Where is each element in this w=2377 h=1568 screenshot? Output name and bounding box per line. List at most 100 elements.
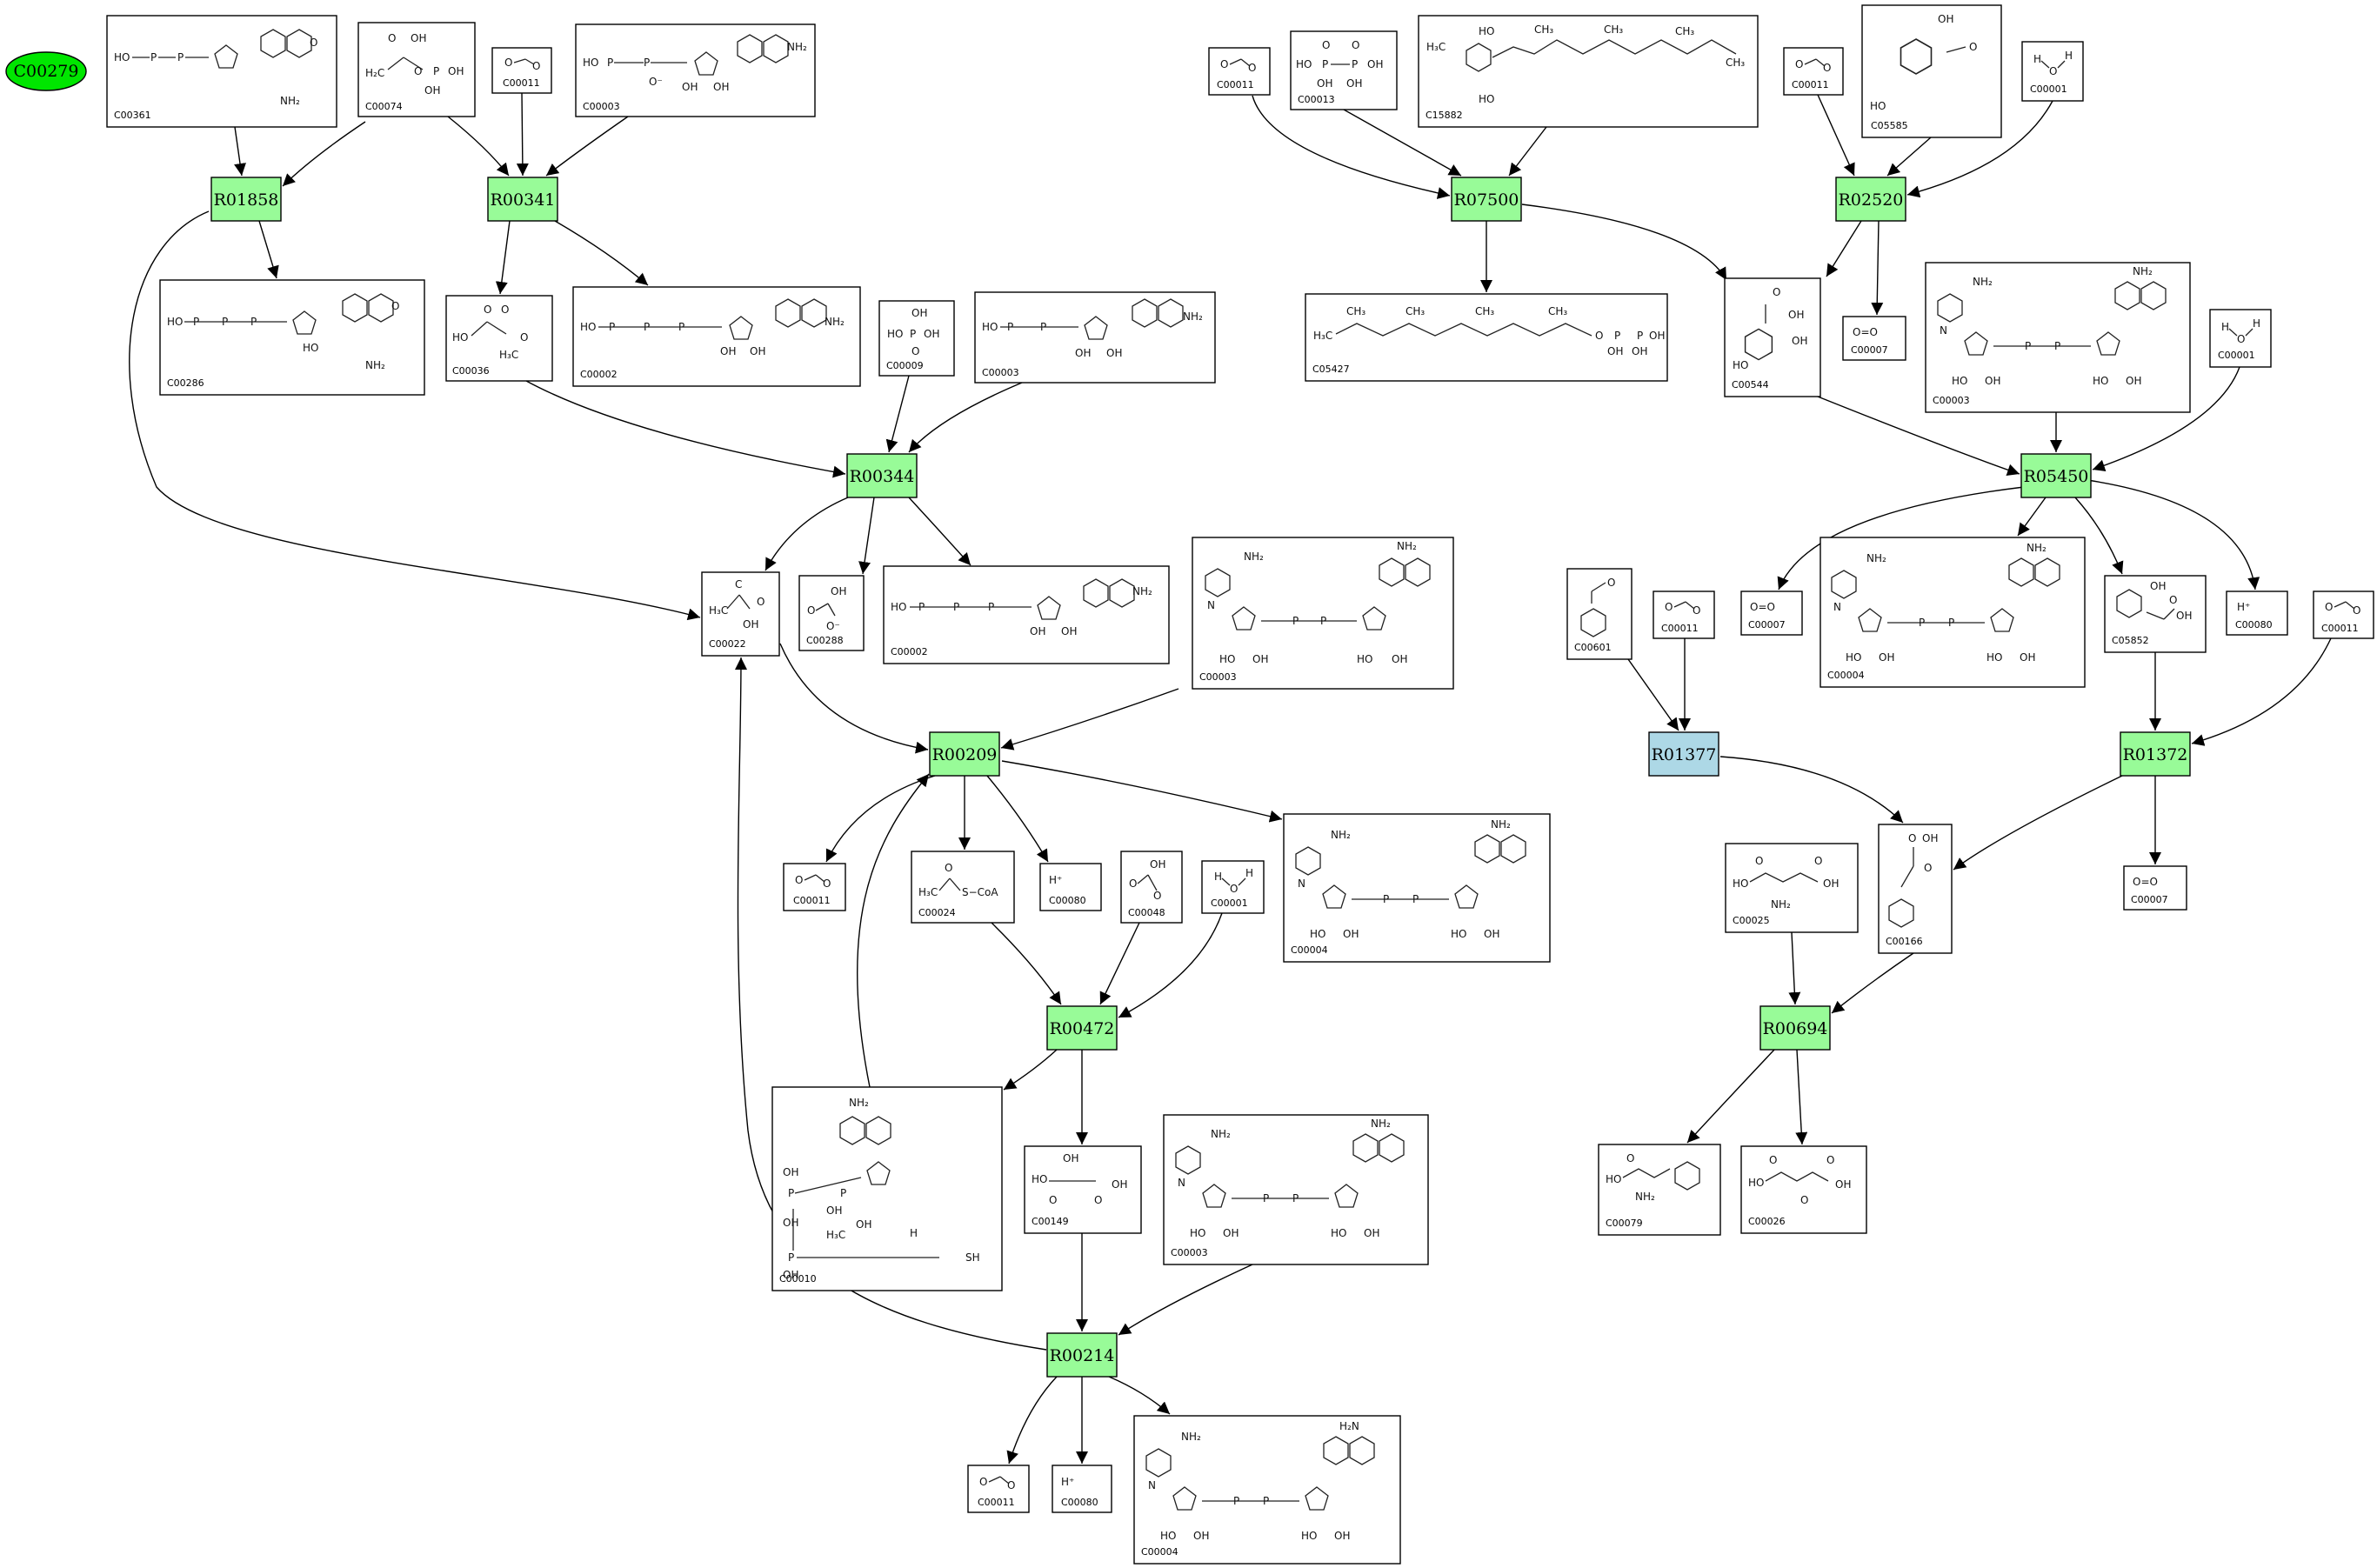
reaction-edge <box>1000 688 1179 751</box>
reaction-node[interactable]: R00214 <box>1046 1332 1118 1378</box>
svg-text:OH: OH <box>1392 653 1407 665</box>
compound-node[interactable]: HOH C00001 <box>2021 41 2084 102</box>
svg-text:OH: OH <box>1835 1178 1851 1191</box>
entry-node[interactable]: C00279 <box>5 51 87 91</box>
svg-text:N: N <box>1940 324 1947 337</box>
compound-node[interactable]: O C00601 <box>1566 568 1633 660</box>
svg-text:HO: HO <box>1296 58 1312 70</box>
compound-node[interactable]: H⁺ C00080 <box>1052 1465 1112 1513</box>
compound-id: C00011 <box>1217 79 1254 90</box>
reaction-node[interactable]: R00209 <box>929 731 1000 777</box>
svg-text:NH₂: NH₂ <box>1973 276 1993 288</box>
svg-text:P: P <box>1233 1495 1239 1507</box>
svg-text:NH₂: NH₂ <box>1132 585 1152 597</box>
svg-text:HO: HO <box>1606 1173 1621 1185</box>
compound-node[interactable]: O=O C00007 <box>1842 316 1906 361</box>
reaction-label: R07500 <box>1454 190 1519 210</box>
reaction-label: R00694 <box>1763 1019 1828 1038</box>
reaction-node[interactable]: R07500 <box>1451 177 1522 222</box>
compound-node[interactable]: O=O C00007 <box>1740 591 1803 636</box>
compound-node[interactable]: H⁺ C00080 <box>1039 863 1102 911</box>
svg-text:HO: HO <box>1952 375 1967 387</box>
svg-text:OH: OH <box>1938 13 1953 25</box>
svg-text:H₂N: H₂N <box>1339 1420 1359 1432</box>
reaction-node[interactable]: R00341 <box>487 177 558 222</box>
svg-text:O: O <box>310 37 317 49</box>
reaction-node[interactable]: R00694 <box>1759 1005 1831 1051</box>
svg-text:P: P <box>1637 330 1643 342</box>
reaction-node[interactable]: R01377 <box>1648 731 1719 777</box>
svg-text:O: O <box>1693 604 1700 617</box>
reaction-edge <box>1795 1049 1808 1145</box>
dioxygen-label: O=O <box>2133 876 2158 888</box>
reaction-edge <box>779 643 929 754</box>
svg-text:HO: HO <box>1219 653 1235 665</box>
compound-node[interactable]: O=O C00007 <box>2123 865 2187 911</box>
compound-node[interactable]: HOH C00001 <box>1201 860 1265 914</box>
svg-text:NH₂: NH₂ <box>365 359 385 371</box>
reaction-node[interactable]: R05450 <box>2020 453 2092 498</box>
reaction-node[interactable]: R00472 <box>1046 1005 1118 1051</box>
svg-text:N: N <box>1178 1177 1185 1189</box>
svg-text:O: O <box>1607 577 1615 589</box>
entry-label: C00279 <box>14 62 79 81</box>
compound-node[interactable]: H⁺ C00080 <box>2226 591 2288 636</box>
compound-node[interactable]: HOH C00001 <box>2209 309 2272 368</box>
svg-text:HO: HO <box>1986 651 2002 664</box>
reaction-edge <box>129 210 701 621</box>
reaction-node[interactable]: R00344 <box>846 453 918 498</box>
svg-text:NH₂: NH₂ <box>1771 898 1791 911</box>
reaction-node[interactable]: R02520 <box>1835 177 1906 222</box>
reaction-node[interactable]: R01372 <box>2120 731 2191 777</box>
reaction-edge <box>1118 912 1223 1018</box>
svg-text:O: O <box>795 874 803 886</box>
compound-id: C00001 <box>2030 83 2067 95</box>
svg-text:HO: HO <box>1451 928 1466 940</box>
svg-text:OH: OH <box>1823 877 1839 890</box>
reaction-edge <box>495 220 511 295</box>
reaction-node[interactable]: R01858 <box>210 177 282 222</box>
